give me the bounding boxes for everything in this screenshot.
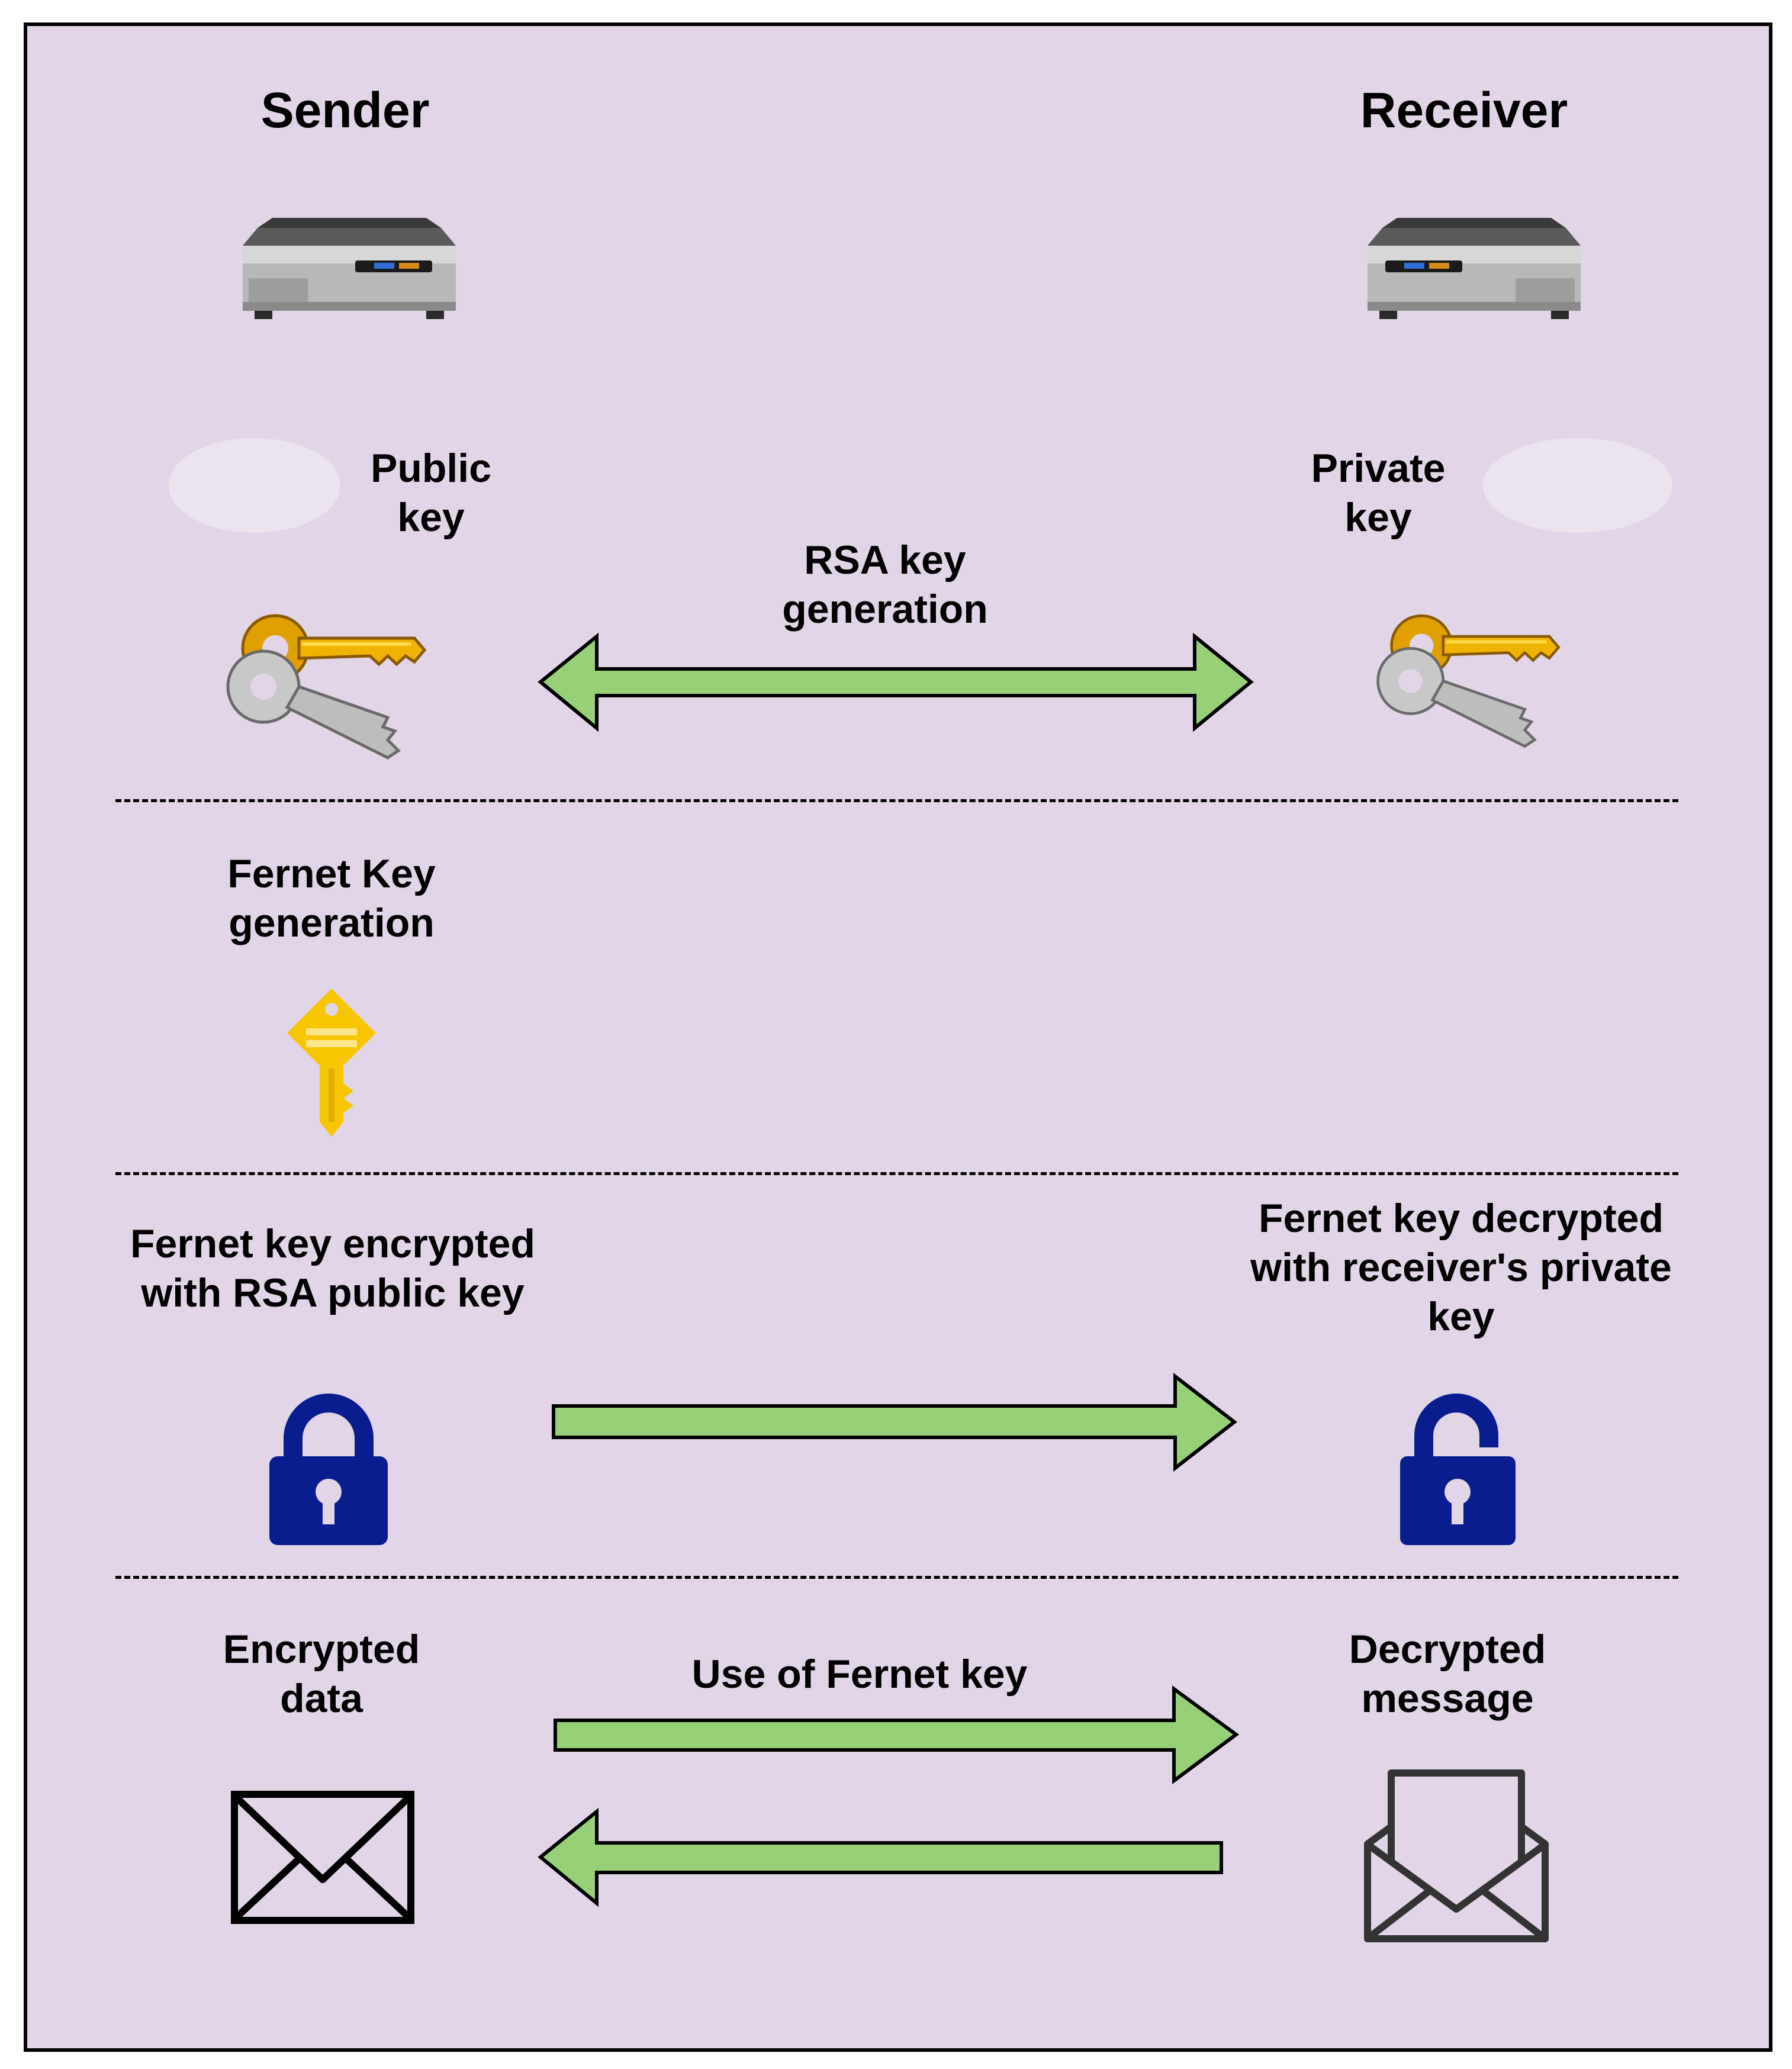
- receiver-title: Receiver: [1360, 82, 1568, 138]
- closed-envelope-icon: [231, 1791, 414, 1924]
- receiver-key-pair-icon: [1362, 610, 1563, 758]
- fernet-generation-label: Fernet Key generation: [227, 851, 436, 945]
- smudge-right: [1480, 432, 1675, 539]
- sender-key-pair-icon: [210, 610, 429, 770]
- sender-title: Sender: [260, 82, 430, 138]
- private-key-label: Private key: [1311, 446, 1446, 540]
- receiver-device-icon: [1362, 213, 1587, 323]
- encrypted-data-label: Encrypted data: [223, 1627, 420, 1721]
- rsa-double-arrow: [538, 632, 1254, 732]
- smudge-left: [166, 432, 343, 539]
- fernet-decrypted-label: Fernet key decrypted with receiver's pri…: [1250, 1196, 1672, 1339]
- decrypted-message-label: Decrypted message: [1349, 1627, 1546, 1721]
- open-padlock-icon: [1397, 1391, 1518, 1548]
- fernet-key-icon: [281, 986, 382, 1143]
- public-key-label: Public key: [370, 446, 492, 540]
- fernet-return-arrow: [538, 1807, 1224, 1907]
- closed-padlock-icon: [266, 1391, 391, 1548]
- section-divider-3: [115, 1576, 1678, 1579]
- rsa-generation-label: RSA key generation: [782, 538, 988, 632]
- section-divider-1: [115, 799, 1678, 802]
- open-envelope-icon: [1362, 1767, 1551, 1945]
- fernet-encrypted-label: Fernet key encrypted with RSA public key: [130, 1221, 536, 1315]
- fernet-use-label: Use of Fernet key: [691, 1652, 1028, 1697]
- encrypted-key-arrow: [551, 1372, 1237, 1472]
- sender-device-icon: [237, 213, 462, 323]
- section-divider-2: [115, 1172, 1678, 1175]
- fernet-forward-arrow: [552, 1685, 1240, 1784]
